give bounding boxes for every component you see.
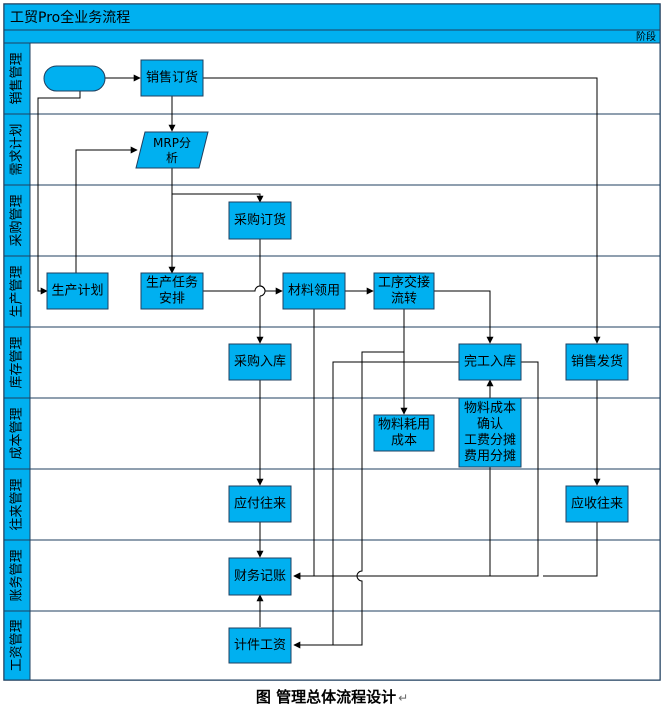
cost-allocation-box <box>458 397 522 468</box>
sales-order-label-1: 销售订货 <box>146 70 198 86</box>
production-plan-box <box>46 272 109 310</box>
production-plan-label-1: 生产计划 <box>51 284 103 299</box>
connector-handover-to-finished <box>434 290 494 344</box>
sales-delivery-box <box>565 343 629 381</box>
connector-handover-to-piece-wage <box>293 309 405 649</box>
phase-bar <box>3 29 661 44</box>
figure-caption: 图 管理总体流程设计↵ <box>0 686 664 710</box>
diagram-title: 工贸Pro全业务流程 <box>10 9 130 26</box>
piece-wage-box <box>228 627 292 664</box>
lane-label-inventory: 库存管理 <box>9 336 25 388</box>
material-cost-label-1: 物料耗用 <box>378 418 430 433</box>
connector-receivables-to-accounting <box>294 522 598 576</box>
production-task-box <box>140 272 204 310</box>
sales-order-box <box>140 59 204 97</box>
process-handover-label-2: 流转 <box>391 292 417 307</box>
lane-label-payroll: 工资管理 <box>10 619 25 671</box>
material-cost-label-2: 成本 <box>391 434 417 449</box>
material-cost-box <box>373 414 435 452</box>
connector-mrp-to-purchase-order <box>171 168 264 203</box>
cost-allocation-label-2: 确认 <box>477 417 503 432</box>
connector-finished-to-piece-wage <box>332 361 459 645</box>
connector-production-plan-to-mrp <box>75 146 138 274</box>
lane-header-payroll <box>3 610 31 681</box>
receivables-label-1: 应收往来 <box>571 496 623 512</box>
lane-label-ar_ap: 往来管理 <box>10 478 25 530</box>
lane-header-demand <box>3 113 31 186</box>
mrp-node-shape <box>135 131 209 169</box>
lane-label-production: 生产管理 <box>10 265 25 317</box>
lane-label-demand: 需求计划 <box>10 123 25 175</box>
mrp-node-line2: 析 <box>166 151 178 165</box>
phase-label: 阶段 <box>636 30 656 43</box>
sales-delivery-label-1: 销售发货 <box>571 354 623 370</box>
lane-label-cost: 成本管理 <box>10 407 25 459</box>
process-handover-label-1: 工序交接 <box>378 275 430 291</box>
lane-label-purchase: 采购管理 <box>9 194 25 246</box>
production-task-label-1: 生产任务 <box>146 275 198 291</box>
material-requisition-label-1: 材料领用 <box>288 284 340 299</box>
caption-text: 图 管理总体流程设计 <box>255 688 397 706</box>
lane-header-inventory <box>3 326 31 399</box>
purchase-receipt-box <box>228 343 292 381</box>
piece-wage-label-1: 计件工资 <box>234 638 286 653</box>
lane-header-sales <box>3 42 31 115</box>
connector-start-to-production-plan <box>37 91 81 295</box>
production-task-label-2: 安排 <box>159 292 185 307</box>
lane-purchase <box>3 184 661 257</box>
connectors <box>37 74 601 649</box>
process-handover-box <box>373 272 435 310</box>
lane-header-cost <box>3 397 31 470</box>
paragraph-mark: ↵ <box>398 691 409 705</box>
connector-task-to-requisition <box>203 285 283 295</box>
cost-allocation-label-4: 费用分摊 <box>464 449 516 464</box>
material-requisition-box <box>282 272 346 310</box>
finished-receipt-box <box>458 343 522 381</box>
lane-header-ar_ap <box>3 468 31 541</box>
payables-box <box>228 485 292 523</box>
cost-allocation-label-3: 工费分摊 <box>464 433 516 448</box>
financial-accounting-label-1: 财务记账 <box>234 568 286 584</box>
lane-cost <box>3 397 661 470</box>
lane-label-sales: 销售管理 <box>9 52 25 104</box>
lane-label-accounting: 账务管理 <box>9 549 25 601</box>
lane-ar_ap <box>3 468 661 541</box>
cost-allocation-label-1: 物料成本 <box>464 401 516 416</box>
title-bar <box>3 3 661 31</box>
start-terminator <box>43 65 106 92</box>
finished-receipt-label-1: 完工入库 <box>464 354 516 370</box>
purchase-order-label-1: 采购订货 <box>234 212 286 228</box>
purchase-receipt-label-1: 采购入库 <box>234 354 286 370</box>
purchase-order-box <box>228 201 292 240</box>
financial-accounting-box <box>228 557 292 596</box>
receivables-box <box>565 485 629 523</box>
lane-inventory <box>3 326 661 399</box>
payables-label-1: 应付往来 <box>234 496 286 512</box>
connector-sales-order-to-sales-delivery <box>203 77 601 344</box>
lane-header-accounting <box>3 539 31 612</box>
mrp-node-line1: MRP分 <box>153 136 191 150</box>
